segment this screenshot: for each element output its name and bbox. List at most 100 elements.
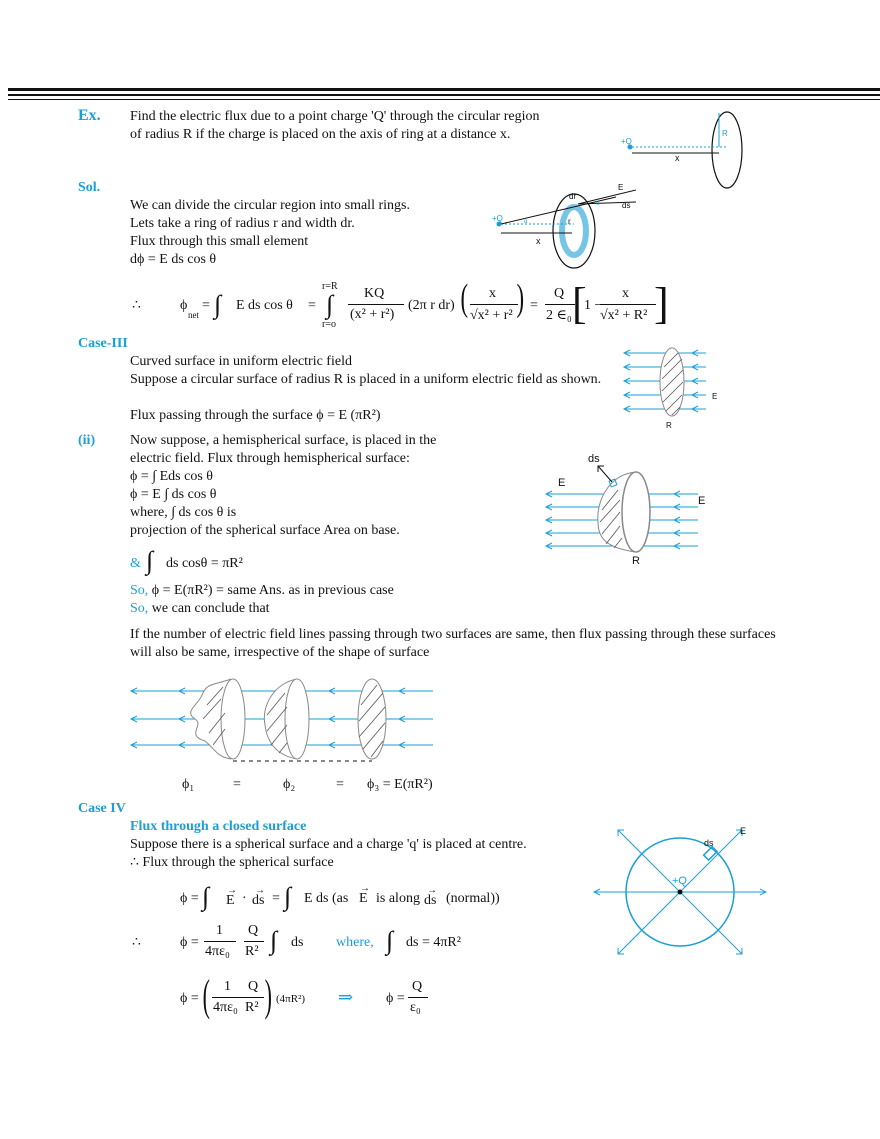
phi-net-eq1: = [202, 298, 210, 313]
definite-integral: ∫ [326, 290, 334, 319]
solution-line-1: We can divide the circular region into s… [130, 198, 410, 213]
fig2-alpha: α [524, 219, 528, 225]
eqA-phi: ϕ = [180, 891, 199, 906]
phi-3: ϕ₃ = E(πR²) [367, 777, 433, 792]
eqC-phi2: ϕ = [386, 991, 405, 1006]
fig4-E2: E [698, 495, 705, 507]
fig6-q: +Q [672, 875, 687, 887]
eqB-Q: Q [248, 923, 259, 938]
solution-line-2: Lets take a ring of radius r and width d… [130, 216, 355, 231]
eqB-4pe: 4πε₀ [205, 944, 230, 959]
frac-kq: KQ [364, 286, 385, 301]
phi-eq-a: = [233, 777, 241, 792]
header-rule-mid [8, 94, 880, 96]
fig1-x: x [675, 153, 680, 163]
amp-integral: ∫ [146, 546, 154, 575]
figure-disc-uniform-field: E R [622, 347, 717, 430]
eqA-ds2: ds→ [424, 885, 437, 908]
part2-label: (ii) [78, 433, 96, 448]
eqC-R2: R² [245, 1000, 259, 1015]
case4-line-1: Suppose there is a spherical surface and… [130, 837, 527, 852]
so-line-2: So, we can conclude that [130, 601, 270, 616]
one-minus: 1 − [584, 298, 603, 313]
fig6-E: E [740, 826, 746, 836]
eqA-E: E→ [226, 885, 237, 908]
figure-three-surfaces [129, 678, 433, 762]
part2-line-5: where, ∫ ds cos θ is [130, 505, 237, 520]
fig3-R: R [666, 421, 672, 430]
phi-net-sub: net [188, 310, 199, 320]
phi-2: ϕ₂ [283, 777, 296, 792]
eqC-Q2: Q [412, 979, 423, 994]
eqB-int: ∫ [270, 926, 278, 955]
eqB-int2: ∫ [386, 926, 394, 955]
bracket-left: [ [572, 279, 587, 328]
eqC-4piR2: (4πR²) [276, 993, 306, 1005]
phi-net-therefore: ∴ [132, 298, 141, 313]
eqA-ds: ds→ [252, 885, 265, 908]
paren-left: ( [460, 277, 469, 319]
phi-net-integrand: E ds cos θ [236, 298, 293, 313]
solution-line-3: Flux through this small element [130, 234, 309, 249]
eqA-int: ∫ [202, 882, 210, 911]
phi-1: ϕ₁ [182, 777, 195, 792]
header-rule-thick [8, 88, 880, 91]
part2-line-6: projection of the spherical surface Area… [130, 523, 400, 538]
example-label: Ex. [78, 107, 101, 124]
part2-line-2: electric field. Flux through hemispheric… [130, 451, 410, 466]
eqC-Q: Q [248, 979, 259, 994]
paragraph-line-2: will also be same, irrespective of the s… [130, 645, 430, 660]
eqC-phi: ϕ = [180, 991, 199, 1006]
fig2-E: E [618, 183, 623, 192]
part2-line-1: Now suppose, a hemispherical surface, is… [130, 433, 437, 448]
header-rule-thin [8, 99, 880, 100]
fig4-E1: E [558, 477, 565, 489]
amp-label: & [130, 556, 141, 571]
fig2-theta: θ [596, 201, 600, 207]
frac-q: Q [554, 286, 565, 301]
eqA-E2: E→ [359, 883, 370, 906]
fig2-ds: ds [622, 201, 630, 210]
case4-label: Case IV [78, 801, 126, 816]
fig1-q: +Q [621, 137, 632, 146]
case4-heading: Flux through a closed surface [130, 819, 307, 834]
example-line-2: of radius R if the charge is placed on t… [130, 127, 511, 142]
limit-top: r=R [322, 281, 338, 292]
frac-sqrt-x2R2: √x² + R² [600, 308, 648, 323]
solution-line-4: dϕ = E ds cos θ [130, 252, 217, 267]
case3-line-2: Suppose a circular surface of radius R i… [130, 372, 602, 387]
phi-net-symbol: ϕ [180, 298, 188, 313]
frac-x2r2: (x² + r²) [350, 307, 395, 322]
fig2-x: x [536, 236, 541, 246]
eqC-one: 1 [224, 979, 231, 994]
fig2-q: +Q [492, 214, 503, 223]
fig1-r: R [722, 129, 728, 138]
bracket-right: ] [654, 279, 669, 328]
limit-bottom: r=o [322, 319, 336, 330]
two-pi-r-dr: (2π r dr) [408, 298, 455, 313]
so-line-1: So, ϕ = E(πR²) = same Ans. as in previou… [130, 583, 394, 598]
phi-net-eq2: = [308, 298, 316, 313]
eqA-rest: E ds (as [304, 891, 349, 906]
eqB-ds: ds [291, 935, 304, 950]
fig4-ds: ds [588, 453, 600, 465]
case4-line-2: ∴ Flux through the spherical surface [130, 855, 334, 870]
figure-sphere-charge: +Q ds E [592, 826, 768, 955]
eqB-where: where, [336, 935, 374, 950]
phi-net-integral: ∫ [214, 290, 222, 319]
eqA-dot: · [242, 891, 247, 906]
eqC-arrow: ⇒ [338, 987, 354, 1007]
eqB-R2: R² [245, 944, 259, 959]
eqB-phi: ϕ = [180, 935, 199, 950]
part2-line-4: ϕ = E ∫ ds cos θ [130, 487, 217, 502]
fig3-E: E [712, 392, 717, 401]
eqC-paren-right: ) [264, 971, 272, 1020]
fig6-ds: ds [704, 838, 714, 848]
ds-cos-eq: ds cosθ = πR² [166, 556, 243, 571]
eqA-normal: (normal)) [446, 891, 500, 906]
figure-ring-element: +Q x dr r E ds θ α [492, 183, 637, 269]
figure-hemisphere-field: ds E E R [544, 453, 705, 567]
solution-label: Sol. [78, 180, 101, 195]
eqB-one: 1 [216, 923, 223, 938]
fig2-r: r [568, 217, 571, 226]
